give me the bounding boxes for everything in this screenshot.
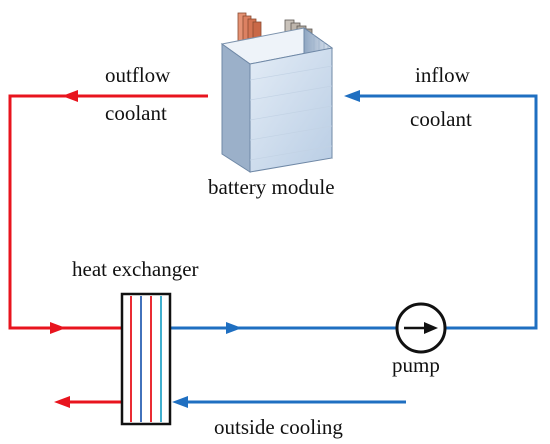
inflow-coolant-label: coolant <box>410 107 472 131</box>
inflow-coolant-line <box>170 90 538 334</box>
outflow-coolant-label: coolant <box>105 101 167 125</box>
battery-module-label: battery module <box>208 175 335 199</box>
hx-outlet-hot-line <box>54 396 122 408</box>
outside-cooling-line <box>172 396 406 408</box>
pump-label: pump <box>392 353 440 377</box>
inflow-label: inflow <box>415 63 471 87</box>
hx-inlet-arrowhead <box>50 322 66 334</box>
hx-to-pump-arrowhead <box>226 322 242 334</box>
outside-cooling-label: outside cooling <box>214 415 343 439</box>
inflow-arrowhead <box>344 90 360 102</box>
heat-exchanger-label: heat exchanger <box>72 257 199 281</box>
pump-arrowhead <box>424 322 438 334</box>
heat-exchanger <box>120 292 172 426</box>
outflow-coolant-line <box>8 90 208 334</box>
outflow-arrowhead <box>62 90 78 102</box>
outside-cooling-arrowhead <box>172 396 188 408</box>
hx-outlet-arrowhead <box>54 396 70 408</box>
battery-module <box>220 12 334 173</box>
outflow-label: outflow <box>105 63 171 87</box>
pump <box>395 302 447 354</box>
